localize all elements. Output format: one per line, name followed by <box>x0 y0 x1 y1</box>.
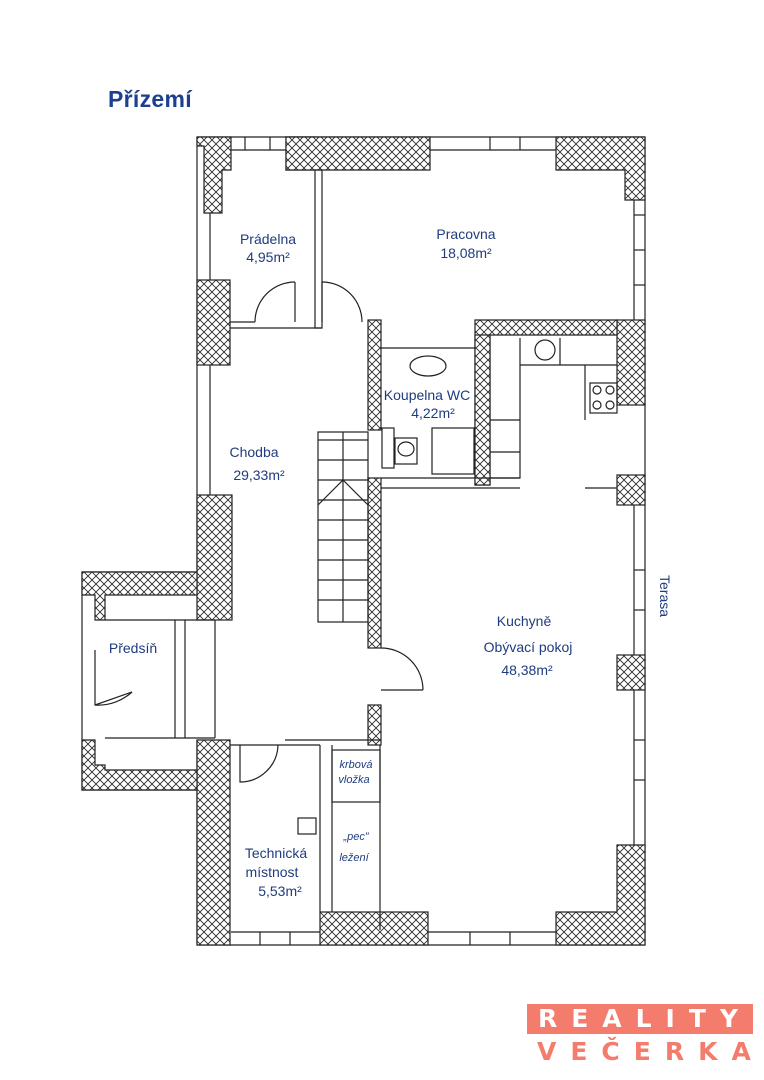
annotation-krbova: krbová <box>339 759 372 771</box>
logo-vecerka: VEČERKA <box>537 1037 764 1066</box>
room-predsin-name: Předsíň <box>109 640 157 656</box>
room-pradelna-name: Prádelna <box>240 231 296 247</box>
room-pracovna-area: 18,08m² <box>440 245 492 261</box>
page-title: Přízemí <box>108 86 192 112</box>
label-terasa: Terasa <box>657 575 673 617</box>
room-technicka-name: Technická <box>245 845 307 861</box>
outer-walls <box>81 136 646 946</box>
room-technicka-name2: místnost <box>246 864 299 880</box>
room-kuchyne-area: 48,38m² <box>501 662 553 678</box>
room-koupelna-name: Koupelna WC <box>384 387 470 403</box>
room-pradelna-area: 4,95m² <box>246 249 290 265</box>
room-chodba-name: Chodba <box>229 444 278 460</box>
room-chodba-area: 29,33m² <box>233 467 285 483</box>
room-kuchyne-name: Kuchyně <box>497 613 552 629</box>
room-koupelna-area: 4,22m² <box>411 405 455 421</box>
room-technicka-area: 5,53m² <box>258 883 302 899</box>
annotation-lezeni: ležení <box>339 852 369 864</box>
interior-walls <box>94 137 645 945</box>
hatched-walls <box>81 136 646 946</box>
annotation-vlozka: vložka <box>338 774 369 786</box>
room-pracovna-name: Pracovna <box>436 226 495 242</box>
logo-reality: REALITY <box>527 1004 753 1034</box>
room-kuchyne-name2: Obývací pokoj <box>484 639 573 655</box>
annotation-pec: „pec” <box>342 831 369 843</box>
